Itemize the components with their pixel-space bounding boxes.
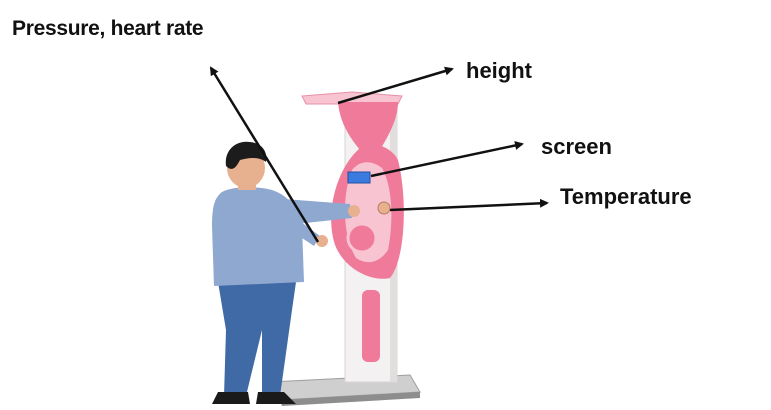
screen-display [348, 172, 370, 183]
arrow-temperature [390, 203, 547, 210]
person [212, 142, 360, 404]
label-screen: screen [541, 136, 612, 158]
temperature-probe [378, 202, 390, 214]
label-pressure-heart-rate: Pressure, heart rate [12, 18, 203, 39]
label-temperature: Temperature [560, 186, 692, 208]
label-height: height [466, 60, 532, 82]
